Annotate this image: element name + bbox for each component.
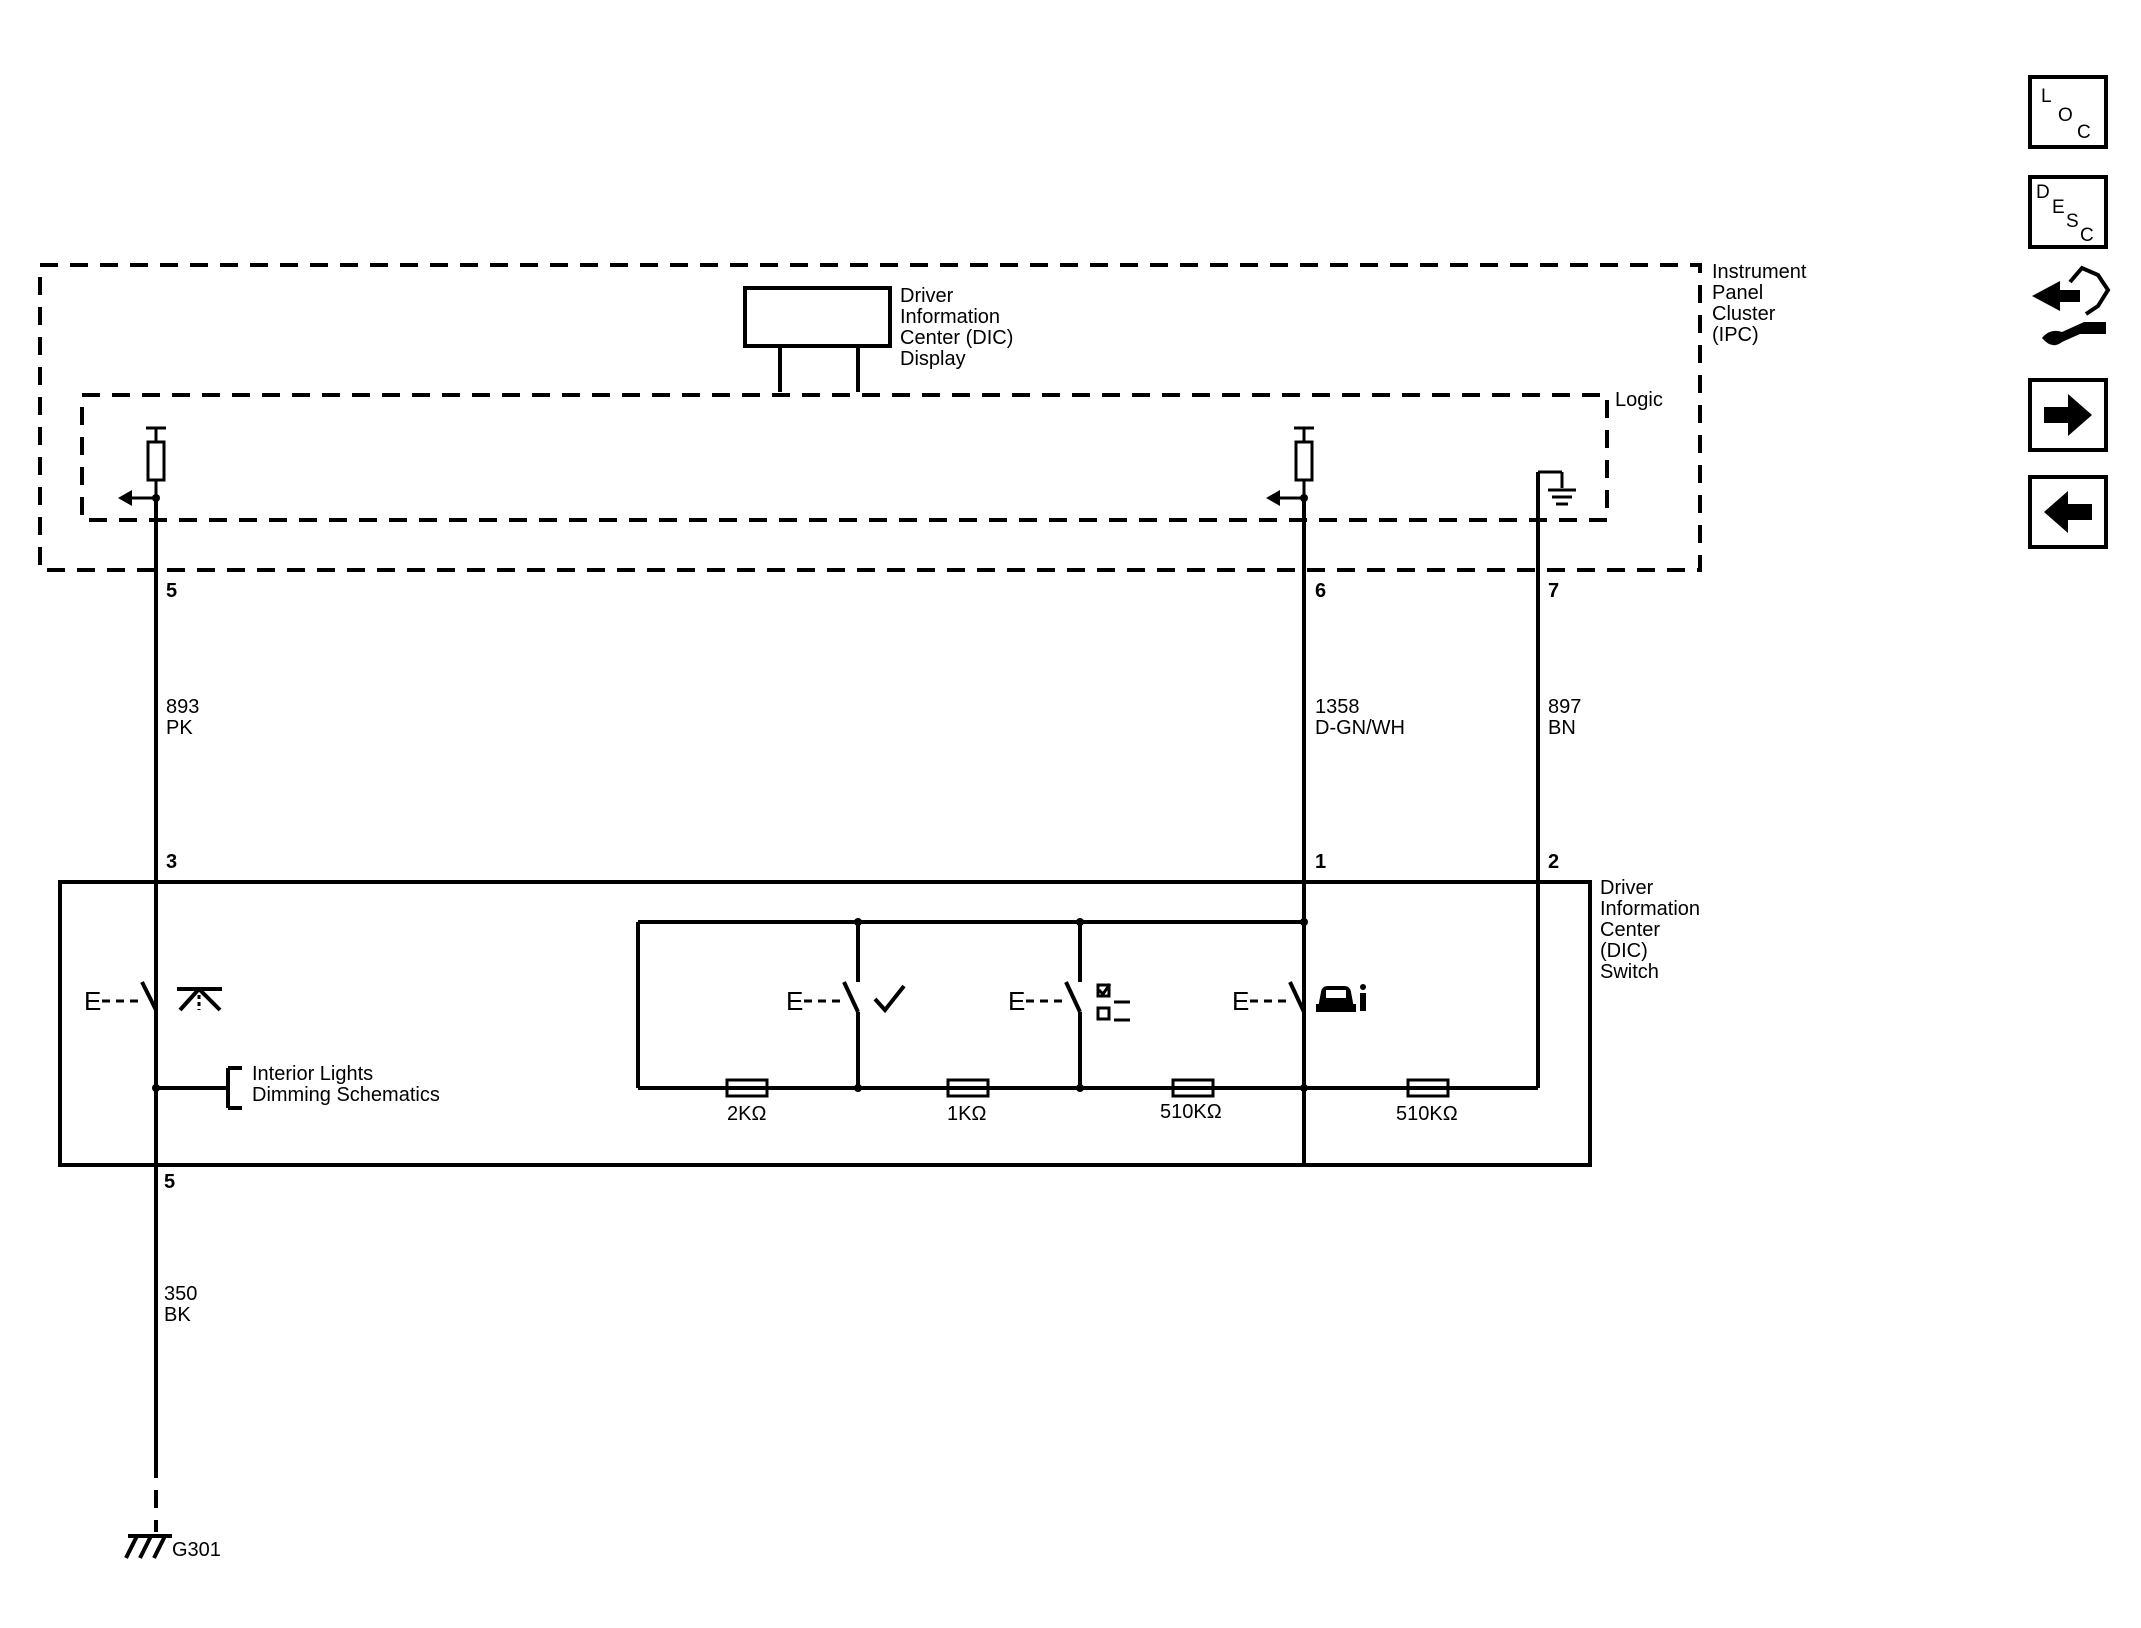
resistor-510k-b-label: 510KΩ [1396,1103,1458,1125]
pin-sw-2: 2 [1548,851,1559,873]
logic-label: Logic [1615,389,1663,411]
resistor-2k [725,1078,769,1098]
svg-text:E: E [84,986,101,1016]
wire-897-label: 897 BN [1548,696,1587,739]
svg-text:E: E [1008,986,1025,1016]
pin-ipc-6: 6 [1315,580,1326,602]
dimming-icon [177,987,222,1012]
svg-text:S: S [2066,211,2079,232]
ipc-boundary [38,263,1702,572]
pin-sw-1: 1 [1315,851,1326,873]
wire-1358-label: 1358 D-GN/WH [1315,696,1405,739]
logic-boundary [80,393,1609,522]
pullup-resistor-right [1266,426,1314,506]
pin-sw-3: 3 [166,851,177,873]
logic-ground-symbol [1536,470,1576,1088]
svg-text:E: E [786,986,803,1016]
dic-switch-label: Driver Information Center (DIC) Switch [1600,877,1706,983]
ipc-label: Instrument Panel Cluster (IPC) [1712,261,1812,346]
resistor-1k-label: 1KΩ [947,1103,986,1125]
svg-text:C: C [2077,122,2091,143]
desc-button[interactable]: D E S C [2028,175,2108,249]
dimming-switch: E [84,981,222,1016]
svg-text:L: L [2041,86,2052,107]
back-button[interactable] [2028,475,2108,549]
pin-ipc-7: 7 [1548,580,1559,602]
wire-893-label: 893 PK [166,696,205,739]
svg-text:O: O [2058,105,2073,126]
resistor-510k-b [1406,1078,1450,1098]
resistor-2k-label: 2KΩ [727,1103,766,1125]
dic-display-label: Driver Information Center (DIC) Display [900,285,1019,370]
arrow-right-icon [2044,394,2092,436]
select-switch: E [786,922,906,1088]
dic-switch-box [58,880,1592,1167]
resistor-1k [946,1078,990,1098]
vehicle-info-icon [1316,984,1366,1012]
menu-checklist-icon [1096,983,1130,1022]
wire-350-label: 350 BK [164,1283,203,1326]
interior-lights-ref: Interior Lights Dimming Schematics [252,1063,440,1106]
svg-text:E: E [1232,986,1249,1016]
svg-text:D: D [2036,182,2050,203]
svg-text:C: C [2080,225,2094,246]
ground-g301-label: G301 [172,1539,221,1561]
loc-button[interactable]: L O C [2028,75,2108,149]
next-button[interactable] [2028,378,2108,452]
checkmark-icon [873,984,906,1014]
resistor-510k-a [1171,1078,1215,1098]
dic-display [743,286,892,348]
pullup-resistor-left [118,426,166,506]
pin-ipc-5: 5 [166,580,177,602]
svg-text:E: E [2052,197,2065,218]
resistor-510k-a-label: 510KΩ [1160,1101,1222,1123]
connector-tools-icon[interactable] [2032,265,2111,346]
pin-sw-5: 5 [164,1171,175,1193]
ground-g301-icon [124,1534,172,1559]
menu-switch: E [1008,922,1130,1088]
arrow-left-icon [2044,491,2092,533]
vehicle-info-switch: E [1232,981,1366,1016]
